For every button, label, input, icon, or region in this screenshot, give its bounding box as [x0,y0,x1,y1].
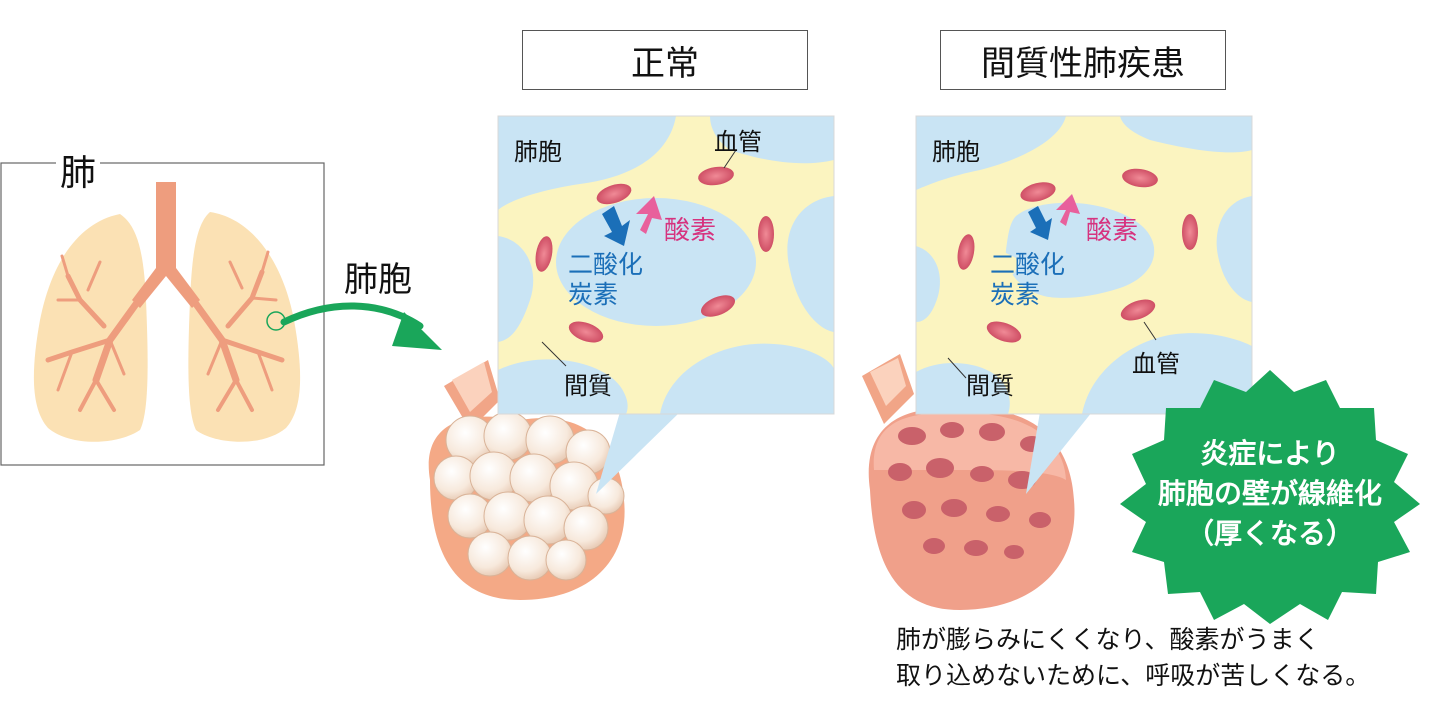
normal-vessel-label: 血管 [714,128,762,156]
normal-co2-label: 二酸化 炭素 [568,250,644,309]
green-arrow [280,302,442,350]
red-blood-cell [1122,168,1158,188]
red-blood-cell [568,321,604,343]
burst-line-3: （厚くなる） [1185,517,1354,550]
lung-title: 肺 [56,144,101,196]
burst-line-1: 炎症により [1200,437,1340,470]
left-lung [33,214,148,442]
disease-title-box: 間質性肺疾患 [940,30,1226,90]
left-bronchi [45,254,140,412]
note-line-1: 肺が膨らみにくくなり、酸素がうまく [896,625,1320,654]
explanation-note: 肺が膨らみにくくなり、酸素がうまく 取り込めないために、呼吸が苦しくなる。 [896,622,1370,694]
red-blood-cell [986,321,1022,343]
disease-title: 間質性肺疾患 [981,43,1185,84]
normal-detail-panel [498,116,834,414]
red-blood-cell [596,183,632,205]
o2-arrow [636,196,662,234]
disease-interstitium-label: 間質 [966,372,1014,400]
red-blood-cell [1020,182,1056,202]
red-blood-cell [957,234,975,270]
disease-co2-label: 二酸化 炭素 [990,250,1066,309]
burst-text: 炎症により 肺胞の壁が線維化 （厚くなる） [1100,434,1440,554]
disease-detail-panel [916,116,1252,414]
red-blood-cell [1182,214,1198,250]
red-blood-cell [700,295,736,317]
note-line-2: 取り込めないために、呼吸が苦しくなる。 [896,661,1371,690]
normal-title-box: 正常 [522,30,808,90]
normal-alveolus-label: 肺胞 [514,138,562,166]
lung-panel [0,162,325,466]
diseased-alveoli-cluster [862,354,1075,610]
right-bronchi [192,250,285,412]
red-blood-cell [758,216,774,252]
red-blood-cell [698,166,734,186]
red-blood-cell [535,236,553,272]
burst-line-2: 肺胞の壁が線維化 [1157,477,1382,510]
disease-callout-wedge [1026,412,1092,494]
disease-oxygen-label: 酸素 [1086,216,1139,246]
co2-arrow [602,206,630,246]
right-lung [188,212,301,442]
normal-oxygen-label: 酸素 [664,216,717,246]
alveolus-arrow-label: 肺胞 [344,260,412,300]
co2-arrow [1028,206,1052,240]
normal-interstitium-label: 間質 [564,372,612,400]
normal-title: 正常 [631,43,699,84]
trachea [132,182,200,308]
red-blood-cell [1120,299,1156,321]
disease-alveolus-label: 肺胞 [932,138,980,166]
o2-arrow [1056,194,1080,226]
normal-alveoli-cluster [428,360,625,600]
disease-vessel-label: 血管 [1132,350,1180,378]
normal-callout-wedge [596,412,680,494]
green-burst [1120,370,1420,624]
